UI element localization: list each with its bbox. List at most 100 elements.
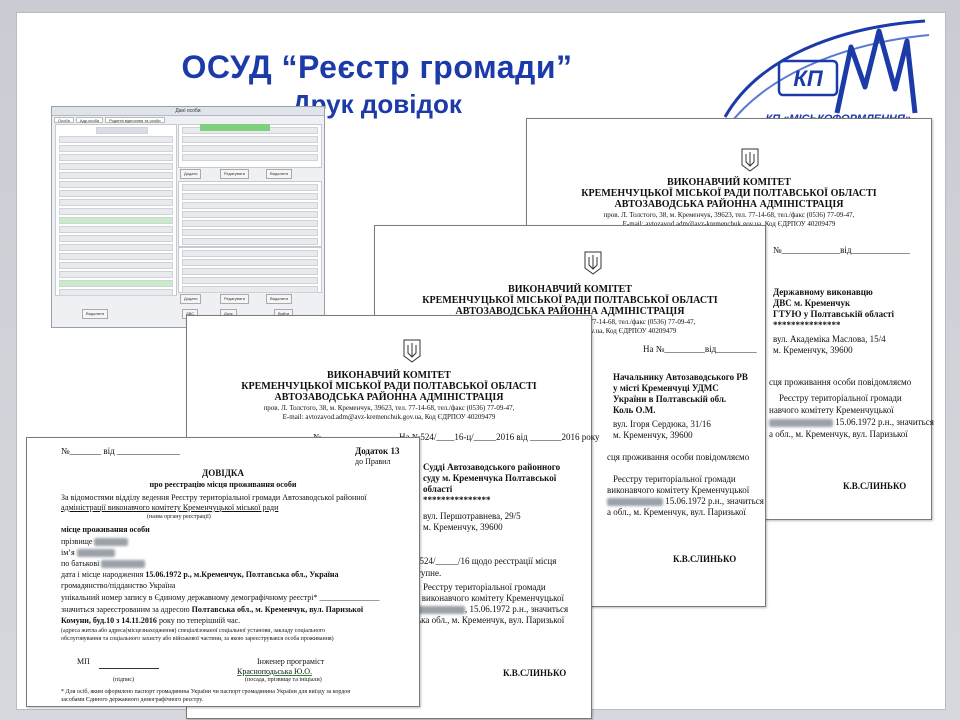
cert-sign-note: (посада, прізвище та ініціали): [245, 677, 322, 683]
cert-title: ДОВІДКА: [202, 468, 244, 478]
body-line: сця проживання особи повідомляємо: [607, 452, 750, 462]
trident-crest-icon: [403, 339, 421, 363]
recipient-line: ДВС м. Кременчук: [773, 298, 851, 308]
body-line: Реєстру територіальної громади: [423, 582, 546, 592]
body-line: Реєстру територіальної громади: [613, 474, 736, 484]
trident-crest-icon: [741, 148, 759, 172]
cert-note: (адреса житла або адреса(місцезнаходженн…: [61, 628, 326, 634]
org-line-2: КРЕМЕНЧУЦЬКОЇ МІСЬКОЇ РАДИ ПОЛТАВСЬКОЇ О…: [581, 188, 877, 199]
recipient-line: області: [423, 484, 453, 494]
recipient-address: вул. Академіка Маслова, 15/4: [773, 334, 886, 344]
recipient-line: суду м. Кременчука Полтавської: [423, 473, 557, 483]
app-add-button-2[interactable]: Додати: [180, 294, 202, 304]
org-email: E-mail: avtozavod.adm@avz-kremenchuk.gov…: [622, 220, 836, 228]
recipient-line: Коль О.М.: [613, 405, 656, 415]
body-line: ька обл., м. Кременчук, вул. Паризької: [417, 615, 565, 625]
org-line-2: КРЕМЕНЧУЦЬКОЇ МІСЬКОЇ РАДИ ПОЛТАВСЬКОЇ О…: [422, 295, 718, 306]
number-line: На №_________від_________: [643, 344, 757, 354]
app-tab-address[interactable]: Адр.особи: [75, 117, 104, 123]
recipient-address: вул. Першотравнева, 29/5: [423, 511, 521, 521]
body-line: тупне.: [417, 568, 442, 578]
signature: К.В.СЛИНЬКО: [843, 481, 907, 491]
cert-note: (назва органу реєстрації): [147, 514, 211, 520]
recipient-line: Начальнику Автозаводського РВ: [613, 372, 748, 382]
body-line: , 15.06.1972 р.н., значиться: [417, 604, 568, 615]
body-line: Реєстру територіальної громади: [779, 393, 902, 403]
org-line-2: КРЕМЕНЧУЦЬКОЇ МІСЬКОЇ РАДИ ПОЛТАВСЬКОЇ О…: [241, 381, 537, 392]
app-add-button[interactable]: Додати: [180, 169, 202, 179]
document-certificate: №_______ від ______________ Додаток 13 д…: [26, 437, 420, 707]
org-line-3: АВТОЗАВОДСЬКА РАЙОННА АДМІНІСТРАЦІЯ: [614, 199, 844, 210]
cert-registered: значиться зареєстрованим за адресою Полт…: [61, 605, 364, 614]
cert-engineer-name: Красноподьська Ю.О.: [237, 667, 313, 676]
body-line: а обл., м. Кременчук, вул. Паризької: [769, 429, 908, 439]
app-edit-button-2[interactable]: Редагувати: [220, 294, 249, 304]
number-line: №_____________від_____________: [773, 245, 910, 255]
recipient-address: вул. Ігоря Сердюка, 31/16: [613, 419, 711, 429]
cert-annex: Додаток 13: [355, 446, 400, 456]
signature-rule: [99, 668, 159, 669]
recipient-address: м. Кременчук, 39600: [423, 522, 503, 532]
logo-letters: КП: [793, 66, 824, 91]
trident-crest-icon: [584, 251, 602, 275]
signature: К.В.СЛИНЬКО: [673, 554, 737, 564]
signature: К.В.СЛИНЬКО: [503, 668, 567, 678]
org-line-3: АВТОЗАВОДСЬКА РАЙОННА АДМІНІСТРАЦІЯ: [455, 306, 685, 317]
recipient-line: ***************: [773, 320, 841, 330]
cert-patronymic: по батькові: [61, 558, 146, 569]
cert-line: місце проживання особи: [61, 525, 150, 534]
cert-engineer: Інженер програміст: [257, 657, 325, 666]
recipient-line: Судді Автозаводського районного: [423, 462, 561, 472]
org-line-1: ВИКОНАВЧИЙ КОМІТЕТ: [327, 370, 451, 381]
cert-subtitle: про реєстрацію місця проживання особи: [149, 480, 297, 489]
body-line: сця проживання особи повідомляємо: [769, 377, 912, 387]
org-line-1: ВИКОНАВЧИЙ КОМІТЕТ: [508, 284, 632, 295]
body-line: навчого комітету Кременчуцької: [769, 405, 894, 415]
app-window-title: Дані особи: [52, 107, 324, 116]
app-left-pane: [55, 124, 177, 296]
cert-line: За відомостями відділу ведення Реєстру т…: [61, 493, 367, 502]
body-line: /524/_____/16 щодо реєстрації місця: [417, 556, 557, 566]
app-tab-relations[interactable]: Родинні відносини та особи: [105, 117, 165, 123]
org-line-3: АВТОЗАВОДСЬКА РАЙОННА АДМІНІСТРАЦІЯ: [274, 392, 504, 403]
org-address: пров. Л. Толстого, 38, м. Кременчук, 396…: [603, 211, 855, 219]
cert-footnote: * Для осіб, яким оформлено паспорт грома…: [61, 689, 351, 695]
cert-name: ім’я: [61, 547, 115, 558]
recipient-address: м. Кременчук, 39600: [773, 345, 853, 355]
number-line: На №524/____16-ц/_____2016 від _______20…: [399, 432, 600, 442]
app-tab-person[interactable]: Особа: [54, 117, 74, 123]
app-delete-person-button[interactable]: Видалити: [82, 309, 109, 319]
cert-footnote: засобами Єдиного державного демографічно…: [61, 697, 204, 703]
app-edit-button[interactable]: Редагувати: [220, 169, 249, 179]
app-right-list-pane: [178, 247, 322, 293]
cert-birth: дата і місце народження 15.06.1972 р., м…: [61, 570, 339, 579]
recipient-line: ***************: [423, 495, 491, 505]
cert-line: адміністрації виконавчого комітету Креме…: [61, 503, 279, 512]
slide-title: ОСУД “Реєстр громади”: [181, 49, 573, 85]
company-logo: КП: [723, 19, 930, 126]
cert-address: Комуни, буд.10 з 14.11.2016 року по тепе…: [61, 616, 241, 625]
recipient-line: Державному виконавцю: [773, 287, 873, 297]
slide: ОСУД “Реєстр громади” Друк довідок КП КП…: [16, 12, 946, 719]
body-line: виконавчого комітету Кременчуцької: [607, 485, 750, 495]
org-email: E-mail: avtozavod.adm@avz-kremenchuk.gov…: [282, 413, 496, 421]
cert-mp: МП: [77, 657, 90, 666]
cert-citizenship: громадянство/підданство Україна: [61, 581, 176, 590]
app-tabs: Особа Адр.особи Родинні відносини та осо…: [52, 116, 324, 124]
body-line: а обл., м. Кременчук, вул. Паризької: [607, 507, 746, 517]
app-delete-button-2[interactable]: Видалити: [266, 294, 293, 304]
app-screenshot: Дані особи Особа Адр.особи Родинні відно…: [51, 106, 325, 328]
cert-sign-note: (підпис): [113, 677, 135, 683]
cert-unique: унікальний номер запису в Єдиному держав…: [61, 593, 380, 602]
app-delete-button[interactable]: Видалити: [266, 169, 293, 179]
org-address: пров. Л. Толстого, 38, м. Кременчук, 396…: [263, 404, 515, 412]
cert-note: обслуговування та соціального захисту аб…: [61, 636, 334, 642]
body-line: 15.06.1972 р.н., значиться: [769, 417, 934, 428]
body-line: 15.06.1972 р.н., значиться: [607, 496, 764, 507]
cert-number-line: №_______ від ______________: [61, 446, 180, 456]
org-line-1: ВИКОНАВЧИЙ КОМІТЕТ: [667, 177, 791, 188]
recipient-line: у місті Кременчуці УДМС: [613, 383, 719, 393]
cert-surname: прізвище: [61, 536, 129, 547]
body-line: і виконавчого комітету Кременчуцької: [417, 593, 564, 603]
cert-annex-rules: до Правил: [355, 457, 391, 466]
